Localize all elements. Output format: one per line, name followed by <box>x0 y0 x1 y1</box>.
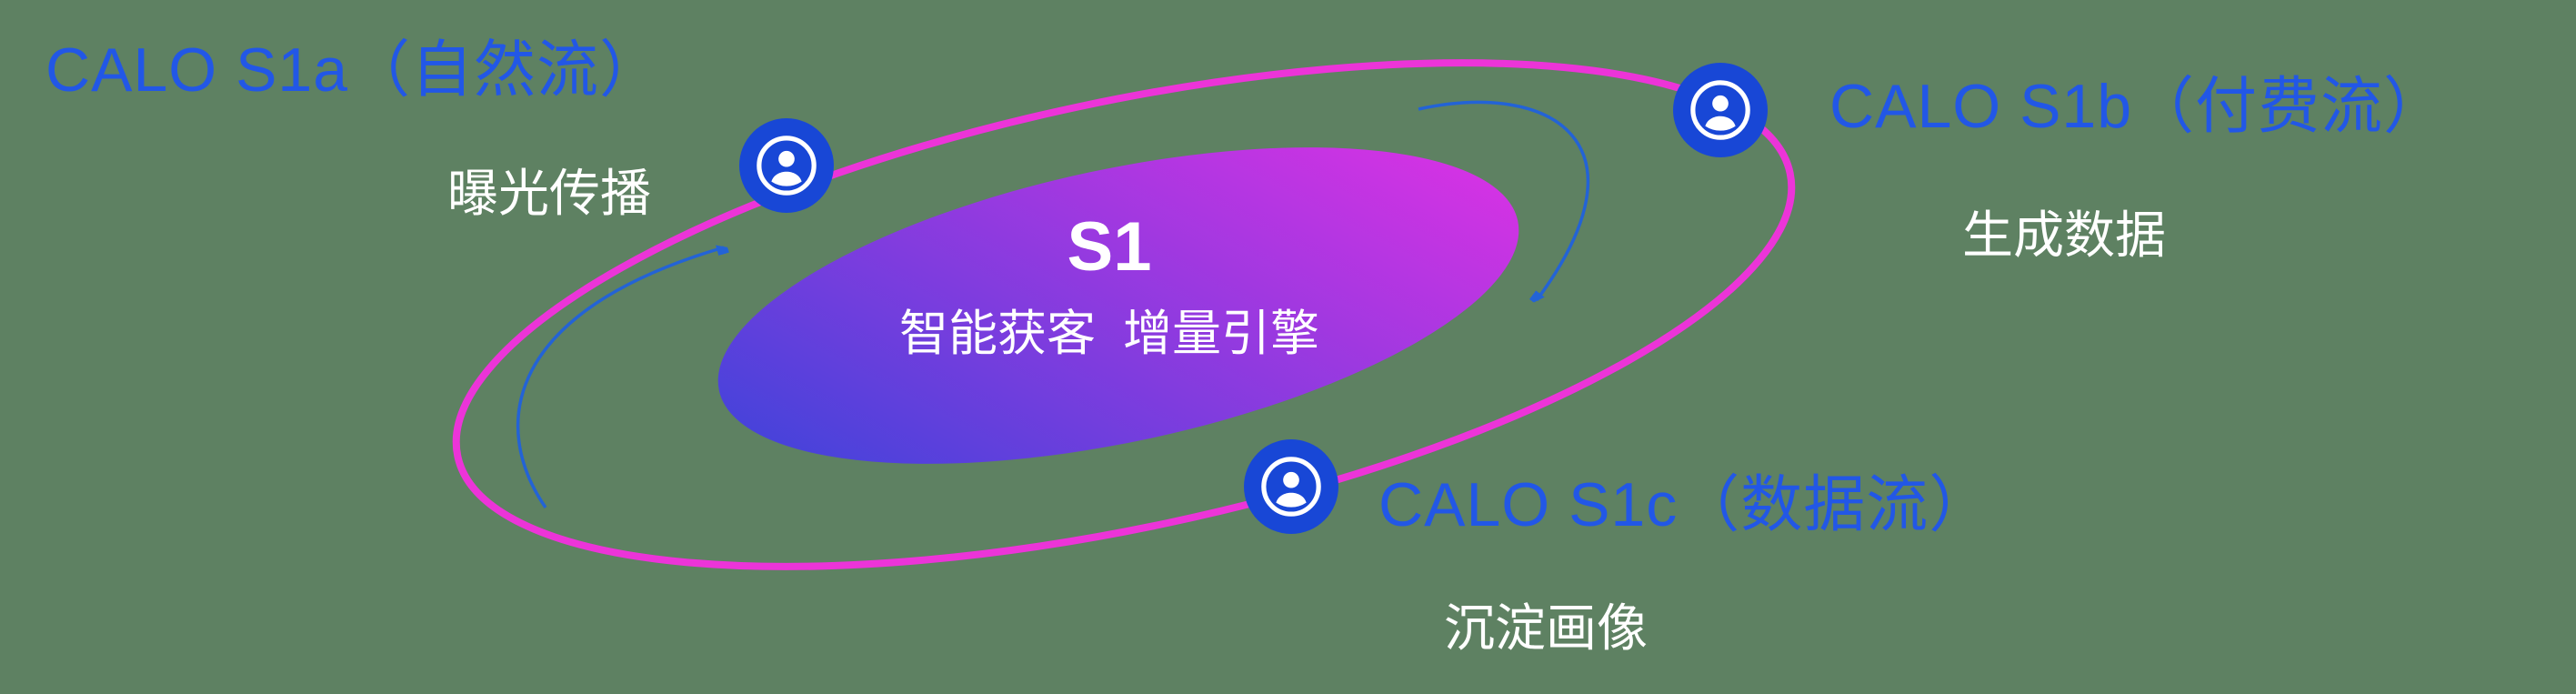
node-sublabel-s1c: 沉淀画像 <box>1444 599 1648 657</box>
node-label-s1a: CALO S1a（自然流） <box>45 35 663 105</box>
orbit-ring <box>452 59 1796 570</box>
node-label-s1c: CALO S1c（数据流） <box>1378 470 1992 539</box>
core-title: S1 <box>1067 208 1152 286</box>
user-icon <box>1673 63 1768 157</box>
core-subtitle: 智能获客 增量引擎 <box>898 307 1320 361</box>
user-icon <box>739 118 834 213</box>
user-icon <box>1244 439 1338 534</box>
flow-arrow-right <box>1418 100 1590 300</box>
node-sublabel-s1a: 曝光传播 <box>447 165 651 222</box>
node-label-s1b: CALO S1b（付费流） <box>1829 72 2447 141</box>
node-sublabel-s1b: 生成数据 <box>1962 206 2166 264</box>
core-ellipse <box>717 147 1519 464</box>
flow-arrow-left <box>516 247 724 508</box>
